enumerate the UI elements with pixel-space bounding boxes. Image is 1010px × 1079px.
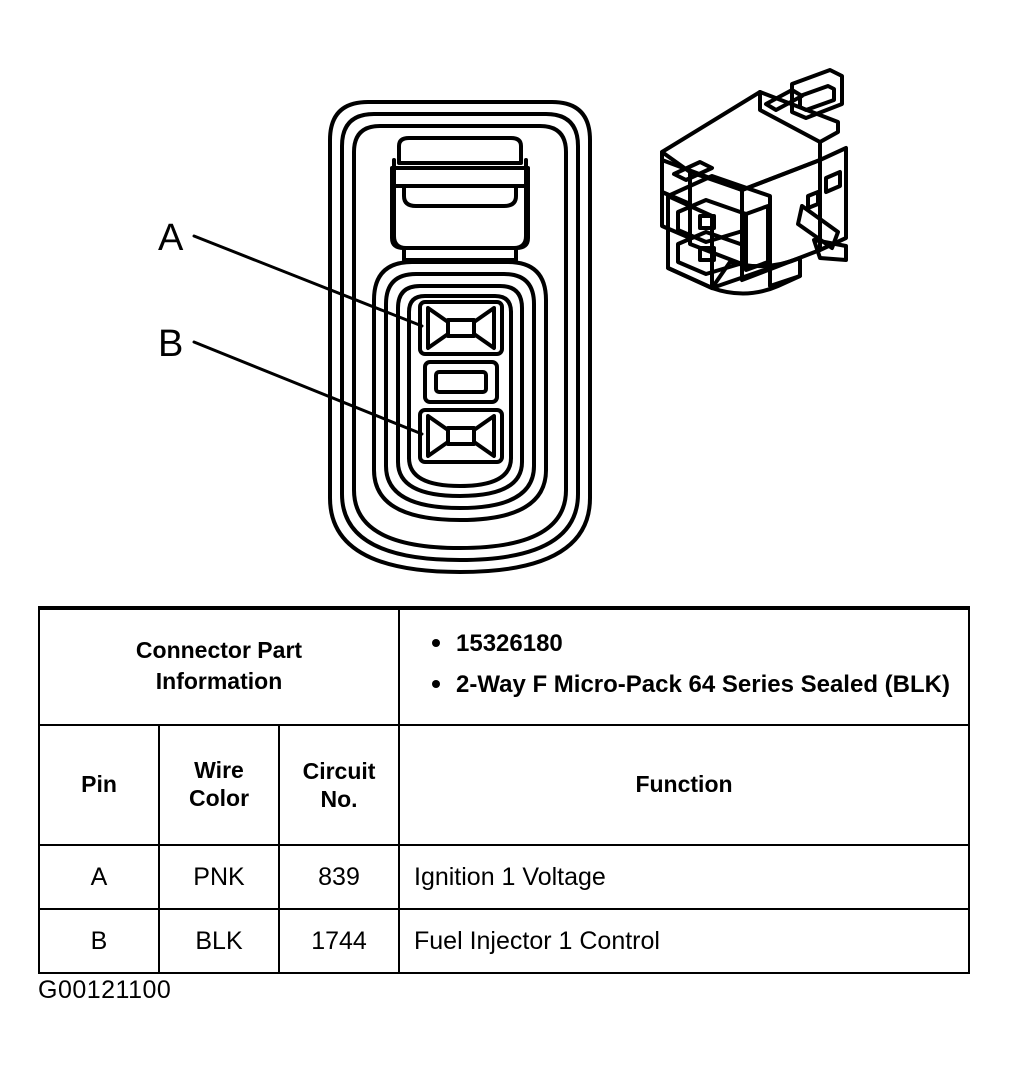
column-header-function: Function: [398, 724, 970, 847]
persp-right-lever-2: [812, 238, 848, 262]
persp-right-flange: [818, 146, 848, 252]
pin-label-b: B: [158, 323, 183, 365]
persp-latch-tab-inner: [798, 84, 836, 112]
face-outer-shell-2: [340, 112, 580, 562]
cell-wire-color: PNK: [158, 844, 280, 911]
persp-right-flange-hole: [806, 190, 820, 210]
face-latch-outer: [392, 158, 528, 250]
persp-left-ridge: [672, 160, 714, 182]
connector-part-information-values: 15326180 2-Way F Micro-Pack 64 Series Se…: [398, 605, 970, 727]
part-info-list: 15326180 2-Way F Micro-Pack 64 Series Se…: [422, 628, 960, 700]
circuit-header-line-1: Circuit: [302, 757, 376, 784]
persp-right-lever: [796, 204, 840, 250]
connector-illustration: A B: [158, 68, 848, 574]
connector-face-view: [328, 100, 592, 574]
leader-line-a: [192, 234, 424, 328]
connector-part-information-label: Connector Part Information: [38, 605, 400, 727]
persp-ridge-notch: [764, 88, 804, 112]
face-seal-ring-3: [396, 284, 524, 498]
terminal-key-slot: [423, 360, 499, 404]
cell-function: Ignition 1 Voltage: [398, 844, 970, 911]
persp-latch-tab: [790, 68, 844, 120]
face-latch-top-bar: [397, 136, 523, 165]
cpi-line-1: Connector Part: [135, 637, 303, 664]
face-seal-ring-2: [384, 272, 536, 510]
table-row-part-info: Connector Part Information 15326180 2-Wa…: [38, 605, 970, 727]
connector-perspective-view: [660, 68, 848, 296]
face-latch-inner-ledge: [402, 184, 518, 208]
cpi-line-2: Information: [155, 668, 283, 695]
terminal-cavity-a: [418, 300, 504, 356]
part-info-item: 2-Way F Micro-Pack 64 Series Sealed (BLK…: [422, 669, 960, 700]
leader-line-b: [192, 340, 424, 436]
cell-pin: A: [38, 844, 160, 911]
face-latch-mid-bar: [390, 166, 530, 188]
face-outer-shell-3: [352, 124, 568, 550]
column-header-circuit-no: Circuit No.: [278, 724, 400, 847]
part-info-item: 15326180: [422, 628, 960, 659]
circuit-header-line-2: No.: [320, 786, 358, 813]
leader-lines: [192, 234, 424, 436]
table-row: B BLK 1744 Fuel Injector 1 Control: [38, 908, 970, 975]
persp-divider-rib: [744, 204, 770, 272]
table-header-row: Pin Wire Color Circuit No. Function: [38, 724, 970, 847]
face-latch-post-right: [514, 184, 530, 250]
face-outer-shell-1: [328, 100, 592, 574]
persp-bottom-skirt-2: [768, 256, 802, 288]
column-header-wire-color: Wire Color: [158, 724, 280, 847]
face-latch-post-left: [390, 184, 406, 250]
table-row: A PNK 839 Ignition 1 Voltage: [38, 844, 970, 911]
illustration-svg: A B: [158, 68, 848, 574]
cell-function: Fuel Injector 1 Control: [398, 908, 970, 975]
persp-back-ridge: [758, 90, 822, 144]
persp-right-flange-notch: [824, 170, 842, 194]
terminal-cavity-b: [418, 408, 504, 464]
pin-label-a: A: [158, 217, 184, 259]
figure-caption: G00121100: [38, 976, 172, 1004]
cell-circuit-no: 1744: [278, 908, 400, 975]
cell-pin: B: [38, 908, 160, 975]
cell-wire-color: BLK: [158, 908, 280, 975]
connector-info-table: Connector Part Information 15326180 2-Wa…: [38, 605, 970, 975]
column-header-pin: Pin: [38, 724, 160, 847]
face-seal-ring-1: [372, 260, 548, 522]
cell-circuit-no: 839: [278, 844, 400, 911]
